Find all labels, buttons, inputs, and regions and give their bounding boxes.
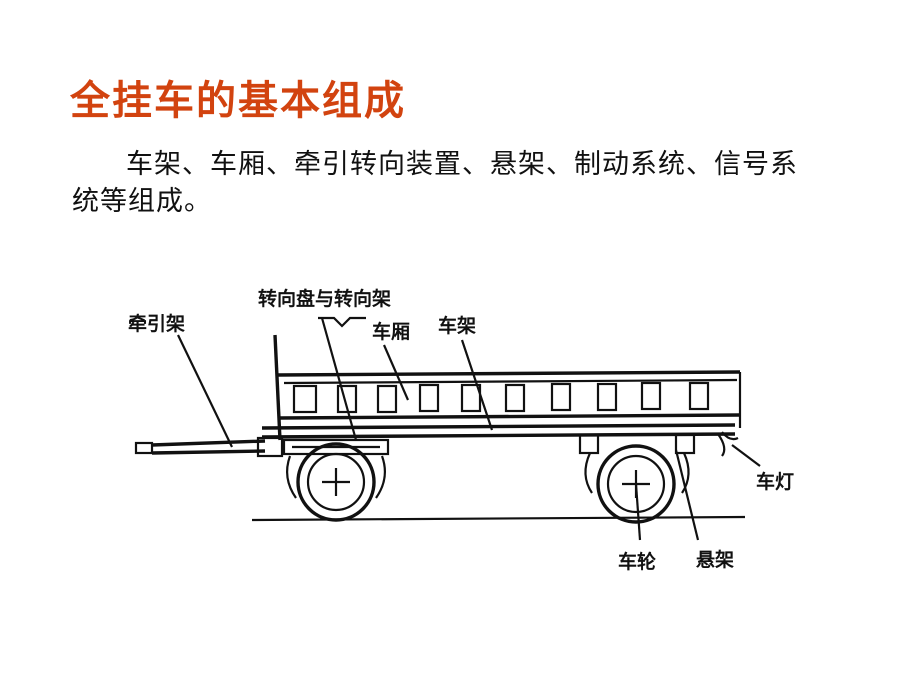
slide-title: 全挂车的基本组成: [70, 78, 406, 124]
label-frame: 车架: [438, 314, 476, 337]
front-wheel: [285, 442, 387, 522]
label-wheel: 车轮: [618, 550, 656, 573]
tow-bar: [134, 436, 284, 458]
rear-suspension: [578, 433, 696, 494]
label-suspension: 悬架: [696, 549, 734, 571]
body-paragraph: 车架、车厢、牵引转向装置、悬架、制动系统、信号系统等组成。: [72, 149, 798, 217]
lamp-shape: [721, 431, 739, 441]
cargo-box: [277, 370, 742, 428]
chassis-frame: [261, 423, 736, 457]
label-cargo-box: 车厢: [372, 320, 410, 343]
turntable: [282, 438, 390, 456]
front-post: [273, 334, 282, 441]
label-turntable-steering: 转向盘与转向架: [258, 287, 391, 310]
label-lamp: 车灯: [756, 470, 794, 493]
label-tow-frame: 牵引架: [128, 312, 185, 335]
leader-lines: [177, 316, 761, 541]
